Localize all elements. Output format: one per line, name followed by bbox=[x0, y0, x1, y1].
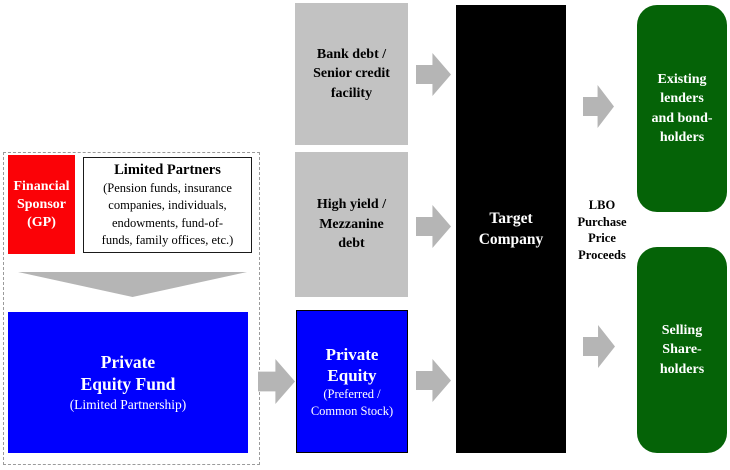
limited-partners-description: (Pension funds, insurance companies, ind… bbox=[101, 180, 234, 248]
selling-shareholders-box: Selling Share- holders bbox=[637, 247, 727, 453]
private-equity-subtitle: (Preferred / Common Stock) bbox=[310, 387, 394, 418]
bank-debt-label: Bank debt / Senior credit facility bbox=[313, 46, 390, 101]
financial-sponsor-box: Financial Sponsor (GP) bbox=[8, 155, 75, 254]
limited-partners-title: Limited Partners bbox=[114, 161, 221, 178]
target-company-label: Target Company bbox=[478, 210, 544, 248]
existing-lenders-box: Existing lenders and bond- holders bbox=[637, 5, 727, 212]
private-equity-fund-subtitle: (Limited Partnership) bbox=[69, 397, 187, 412]
bank-debt-box: Bank debt / Senior credit facility bbox=[295, 3, 408, 145]
private-equity-title: Private Equity bbox=[325, 345, 379, 385]
right-arrow-icon bbox=[416, 205, 451, 248]
lbo-proceeds-label: LBO Purchase Price Proceeds bbox=[577, 198, 627, 262]
private-equity-fund-box: Private Equity Fund (Limited Partnership… bbox=[8, 312, 248, 453]
selling-shareholders-label: Selling Share- holders bbox=[659, 322, 705, 377]
right-arrow-icon bbox=[583, 85, 614, 128]
right-arrow-icon bbox=[416, 359, 451, 402]
private-equity-box: Private Equity (Preferred / Common Stock… bbox=[296, 310, 408, 453]
target-company-box: Target Company bbox=[456, 5, 566, 453]
right-arrow-icon bbox=[258, 359, 295, 404]
sponsor-group-dashed-container bbox=[3, 152, 260, 465]
right-arrow-icon bbox=[583, 325, 615, 368]
existing-lenders-label: Existing lenders and bond- holders bbox=[651, 71, 713, 146]
right-arrow-icon bbox=[416, 53, 451, 96]
high-yield-label: High yield / Mezzanine debt bbox=[316, 197, 387, 252]
financial-sponsor-label: Financial Sponsor (GP) bbox=[13, 178, 70, 230]
private-equity-fund-title: Private Equity Fund bbox=[80, 352, 176, 394]
limited-partners-box: Limited Partners (Pension funds, insuran… bbox=[83, 157, 252, 253]
high-yield-box: High yield / Mezzanine debt bbox=[295, 152, 408, 297]
